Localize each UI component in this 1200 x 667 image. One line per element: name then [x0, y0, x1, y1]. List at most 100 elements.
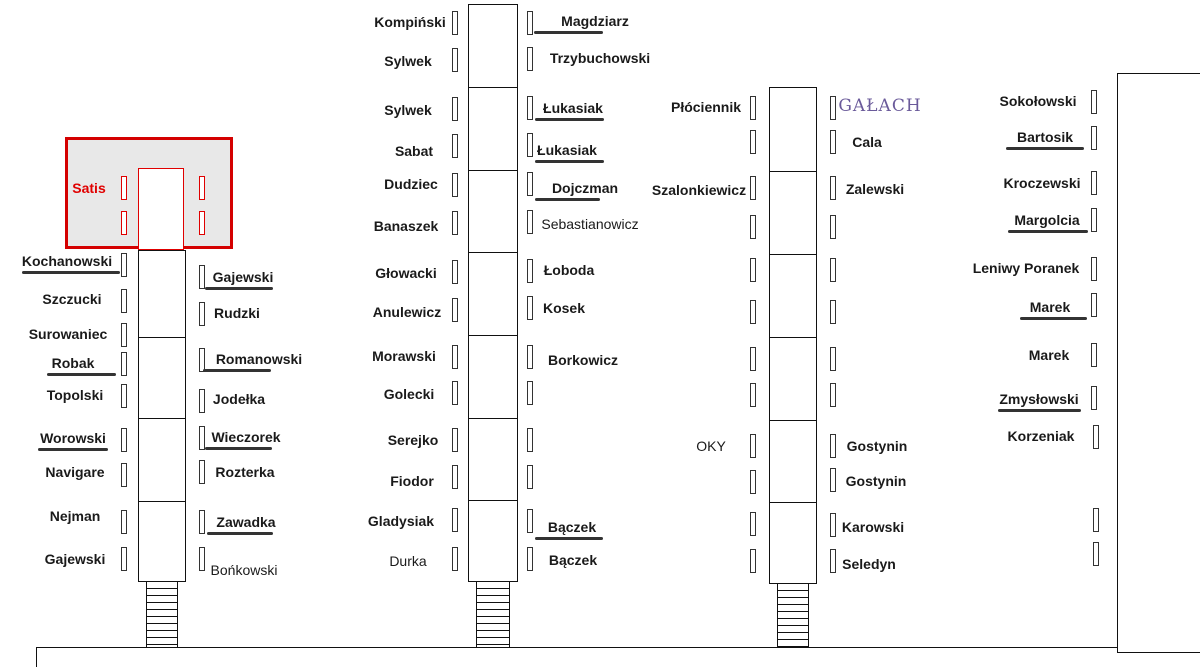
slot-marker — [199, 302, 205, 326]
slot-marker — [452, 260, 458, 284]
slot-marker — [750, 383, 756, 407]
underline-mark — [47, 373, 116, 376]
slot-marker — [199, 211, 205, 235]
tower-floor-line — [469, 335, 517, 336]
name-label: Worowski — [40, 430, 106, 446]
underline-mark — [205, 447, 272, 450]
tower-floor-line — [770, 254, 816, 255]
underline-mark — [22, 271, 120, 274]
slot-marker — [452, 48, 458, 72]
ground-line — [36, 647, 1200, 667]
name-label: Leniwy Poranek — [972, 260, 1080, 276]
slot-marker — [1091, 386, 1097, 410]
name-label: Sebastianowicz — [541, 216, 639, 232]
slot-marker — [121, 428, 127, 452]
tower-floor-line — [469, 252, 517, 253]
slot-marker — [121, 510, 127, 534]
ladder-2 — [476, 582, 510, 647]
slot-marker — [1091, 171, 1097, 195]
slot-marker — [452, 134, 458, 158]
name-label: Durka — [389, 553, 427, 569]
name-label: Kochanowski — [21, 253, 113, 269]
name-label: Zawadka — [216, 514, 276, 530]
slot-marker — [830, 215, 836, 239]
name-label: Gostynin — [846, 438, 908, 454]
slot-marker — [121, 384, 127, 408]
name-label: Sylwek — [384, 102, 432, 118]
underline-mark — [207, 532, 273, 535]
tower-floor-line — [139, 337, 185, 338]
slot-marker — [199, 510, 205, 534]
slot-marker — [1093, 542, 1099, 566]
name-label: Gajewski — [44, 551, 106, 567]
slot-marker — [527, 428, 533, 452]
slot-marker — [527, 509, 533, 533]
slot-marker — [199, 426, 205, 450]
tower-1 — [138, 250, 186, 582]
underline-mark — [38, 448, 108, 451]
underline-mark — [203, 369, 271, 372]
slot-marker — [1091, 208, 1097, 232]
slot-marker — [199, 348, 205, 372]
tower-floor-line — [770, 337, 816, 338]
highlighted-door — [138, 168, 184, 250]
name-label: Głowacki — [375, 265, 437, 281]
name-label: Dojczman — [551, 180, 619, 196]
name-label: Karowski — [841, 519, 905, 535]
name-label: Navigare — [45, 464, 105, 480]
name-label: Morawski — [372, 348, 436, 364]
slot-marker — [527, 345, 533, 369]
slot-marker — [750, 434, 756, 458]
slot-marker — [452, 298, 458, 322]
slot-marker — [527, 259, 533, 283]
wall-tower — [1117, 73, 1200, 653]
slot-marker — [750, 176, 756, 200]
slot-marker — [199, 389, 205, 413]
name-label: Sokołowski — [999, 93, 1077, 109]
slot-marker — [830, 176, 836, 200]
name-label: Magdziarz — [561, 13, 629, 29]
slot-marker — [1093, 425, 1099, 449]
slot-marker — [452, 381, 458, 405]
name-label: Rozterka — [215, 464, 275, 480]
slot-marker — [830, 468, 836, 492]
name-label: OKY — [696, 438, 726, 454]
ladder-3 — [777, 584, 809, 647]
name-label: Margolcia — [1014, 212, 1080, 228]
tower-floor-line — [469, 87, 517, 88]
slot-marker — [750, 215, 756, 239]
name-label: Sabat — [394, 143, 434, 159]
slot-marker — [199, 265, 205, 289]
slot-marker — [830, 434, 836, 458]
name-label: Kroczewski — [1003, 175, 1081, 191]
name-label: Anulewicz — [372, 304, 442, 320]
slot-marker — [1091, 90, 1097, 114]
slot-marker — [527, 11, 533, 35]
slot-marker — [199, 176, 205, 200]
slot-marker — [830, 383, 836, 407]
slot-marker — [527, 133, 533, 157]
slot-marker — [527, 465, 533, 489]
slot-marker — [199, 460, 205, 484]
slot-marker — [527, 210, 533, 234]
name-label: Łukasiak — [537, 142, 597, 158]
slot-marker — [830, 130, 836, 154]
name-label: Golecki — [383, 386, 435, 402]
tower-floor-line — [469, 500, 517, 501]
name-label: Serejko — [387, 432, 439, 448]
underline-mark — [535, 198, 600, 201]
name-label: Robak — [51, 355, 95, 371]
name-label: Sylwek — [384, 53, 432, 69]
slot-marker — [527, 47, 533, 71]
tower-floor-line — [469, 170, 517, 171]
name-label: Romanowski — [215, 351, 303, 367]
name-label: Borkowicz — [547, 352, 619, 368]
tower-floor-line — [469, 418, 517, 419]
slot-marker — [452, 465, 458, 489]
underline-mark — [535, 118, 604, 121]
slot-marker — [527, 381, 533, 405]
underline-mark — [998, 409, 1081, 412]
slot-marker — [527, 96, 533, 120]
slot-marker — [1093, 508, 1099, 532]
